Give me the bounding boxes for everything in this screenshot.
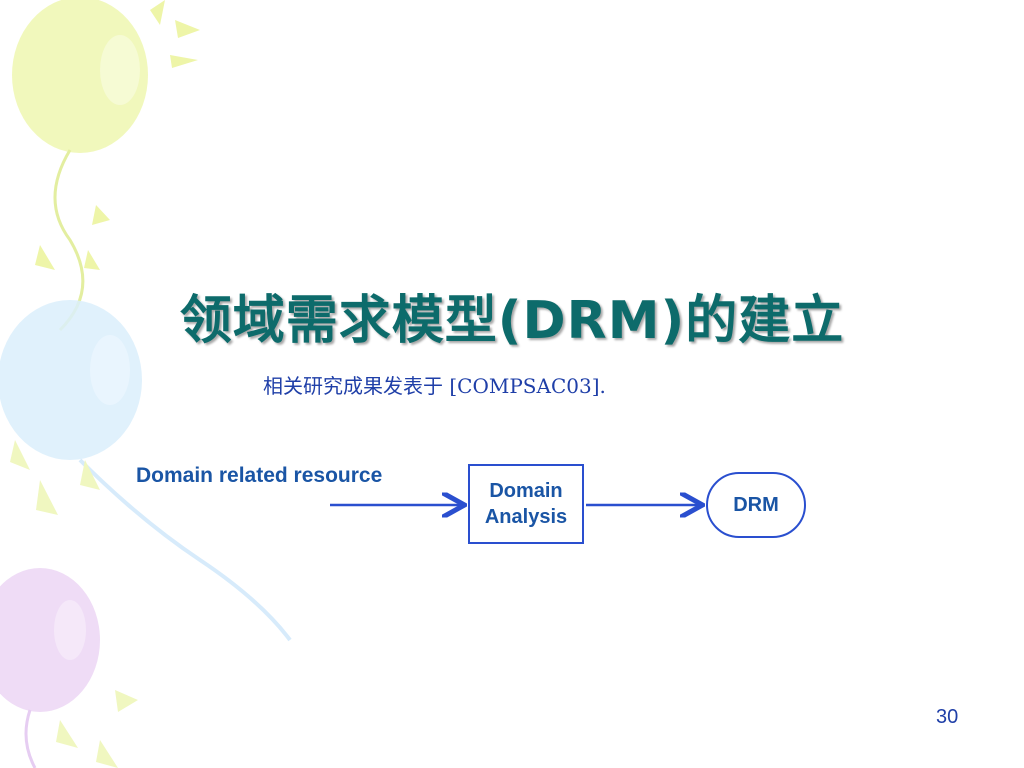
purple-balloon-icon — [0, 568, 138, 768]
domain-analysis-label: Domain Analysis — [485, 478, 567, 530]
slide-subtitle: 相关研究成果发表于 [COMPSAC03]. — [263, 370, 606, 399]
domain-analysis-box: Domain Analysis — [468, 464, 584, 544]
page-number: 30 — [936, 706, 958, 729]
drm-label: DRM — [733, 494, 779, 517]
input-label: Domain related resource — [136, 464, 382, 488]
slide-title: 领域需求模型(DRM)的建立 — [0, 278, 1024, 353]
drm-box: DRM — [706, 472, 806, 538]
